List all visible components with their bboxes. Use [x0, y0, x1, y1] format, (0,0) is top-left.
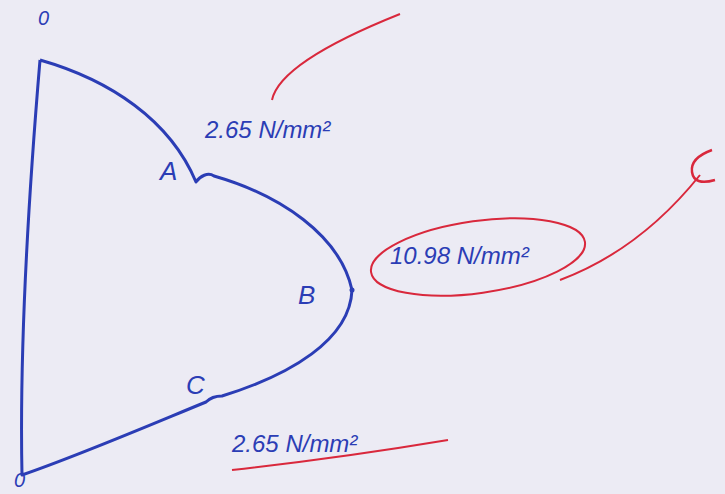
highlight-ellipse [366, 206, 590, 307]
stress-value: 2.65 N/mm² [232, 432, 357, 456]
stress-value: 2.65 N/mm² [205, 118, 330, 142]
point-label: C [186, 372, 205, 398]
distribution-outline [22, 60, 352, 475]
grade-mark [692, 150, 715, 182]
check-mark [272, 14, 400, 100]
stress-value: 10.98 N/mm² [390, 244, 529, 268]
zero-label: 0 [14, 470, 25, 490]
point-dot [350, 288, 355, 293]
check-mark [560, 175, 700, 280]
zero-label: 0 [38, 8, 49, 28]
point-label: A [160, 158, 177, 184]
point-label: B [298, 282, 315, 308]
